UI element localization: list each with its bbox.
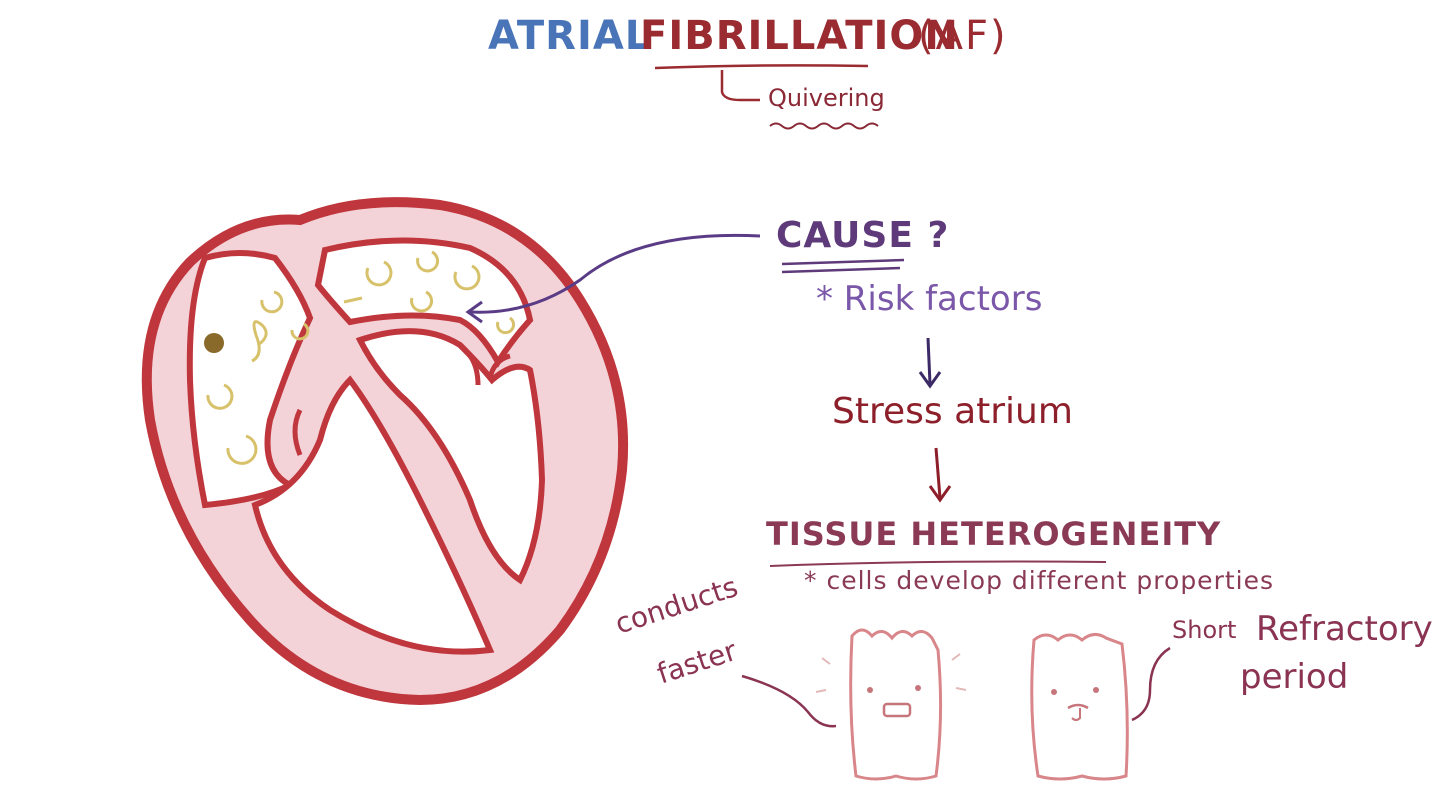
cells-develop-note: * cells develop different properties (804, 566, 1274, 595)
right-atrium-chamber (186, 250, 314, 509)
cause-underline (781, 258, 905, 274)
refractory-pointer (1131, 646, 1171, 722)
tissue-underline (769, 560, 1107, 567)
conducts-pointer (741, 674, 837, 728)
heart-illustration (141, 197, 629, 706)
quivering-note: Quivering (768, 84, 885, 112)
title-underline (654, 64, 879, 130)
short-label: Short (1172, 616, 1237, 644)
down-arrow-1 (918, 337, 942, 389)
tissue-heterogeneity-label: TISSUE HETEROGENEITY (766, 515, 1222, 553)
refractory-label: Refractory (1256, 609, 1433, 649)
period-label: period (1240, 657, 1349, 697)
sa-node-dot (204, 333, 224, 353)
title-fibrillation: FIBRILLATION (640, 13, 959, 59)
down-arrow-2 (928, 447, 952, 503)
fast-conducting-cell (815, 628, 967, 781)
title-atrial: ATRIAL (488, 13, 652, 59)
right-ventricle-chamber (251, 375, 495, 655)
title-abbreviation: (AF) (918, 13, 1008, 59)
risk-factors-label: * Risk factors (816, 279, 1043, 319)
cause-label: CAUSE ? (776, 215, 950, 256)
short-refractory-cell (1030, 633, 1129, 781)
cause-arrow (465, 233, 761, 324)
stress-atrium-label: Stress atrium (832, 391, 1073, 432)
swirl-impulses (206, 250, 515, 465)
